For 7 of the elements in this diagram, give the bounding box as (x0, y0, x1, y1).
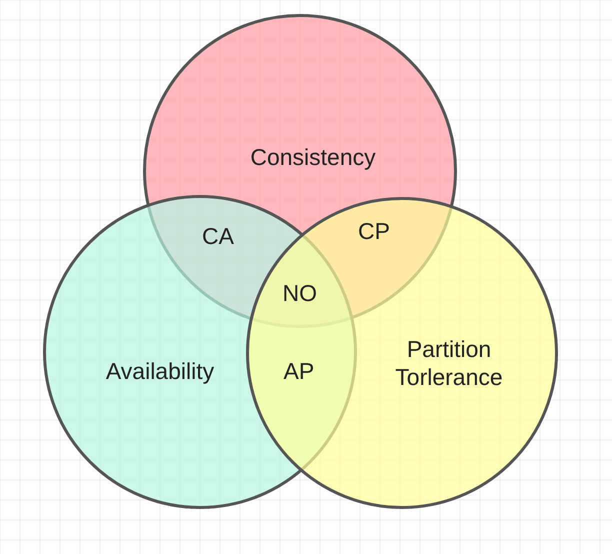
region-label: CA (202, 222, 234, 250)
region-label: CP (358, 218, 390, 244)
circle-label: Availability (104, 357, 216, 385)
region-label: NO (282, 280, 317, 306)
circle-label: Consistency (249, 143, 377, 171)
region-label: AP (284, 358, 314, 384)
circle-label: Partition Torlerance (394, 335, 504, 391)
